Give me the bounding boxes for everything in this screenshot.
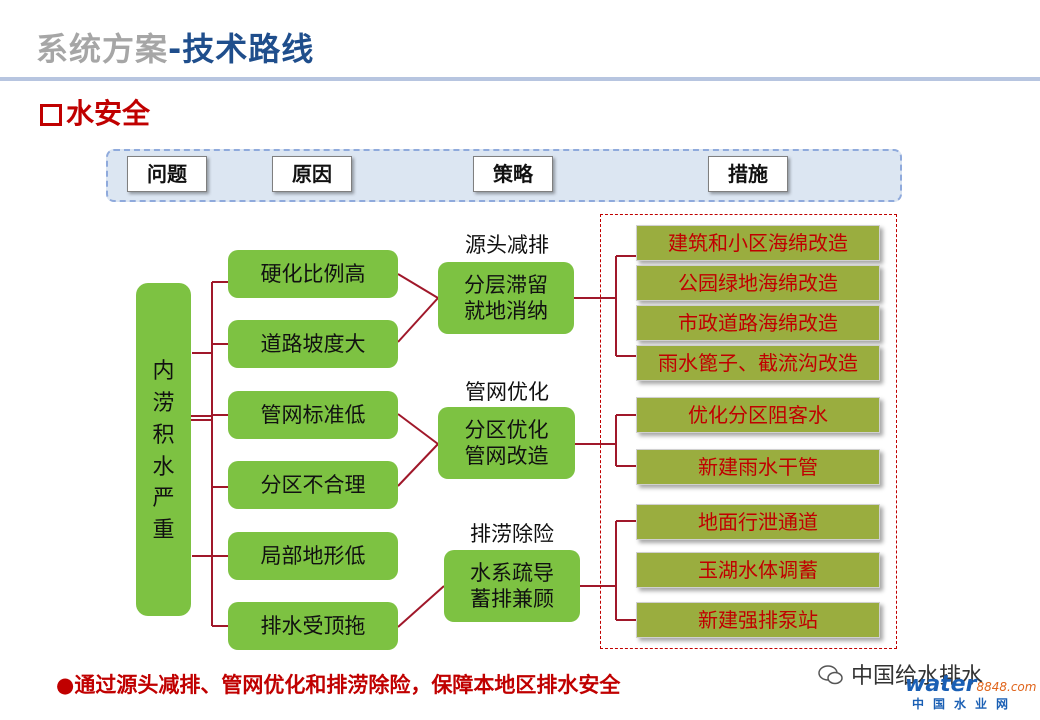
column-header-measure: 措施 <box>708 156 788 192</box>
site-logo: water8848.com <box>905 672 1036 697</box>
logo-word: water <box>905 672 977 697</box>
wechat-icon <box>818 665 843 685</box>
measure-box-8: 玉湖水体调蓄 <box>636 552 880 588</box>
problem-text: 内涝积水严重 <box>152 358 175 544</box>
logo-domain: .com <box>1007 680 1037 694</box>
wechat-watermark: 中国给水排水 <box>818 658 983 690</box>
measures-frame <box>600 214 897 649</box>
cause-box-3: 管网标准低 <box>228 391 398 439</box>
cause-box-4: 分区不合理 <box>228 461 398 509</box>
connector-cause-strategy-6 <box>397 585 445 628</box>
checkbox-square-icon <box>40 104 62 126</box>
measure-box-2: 公园绿地海绵改造 <box>636 265 880 301</box>
column-header-strategy: 策略 <box>473 156 553 192</box>
strategy-box-3: 水系疏导 蓄排兼顾 <box>444 550 580 622</box>
strategy-label-1: 源头减排 <box>465 233 549 257</box>
cause-box-6: 排水受顶拖 <box>228 602 398 650</box>
wechat-name: 中国给水排水 <box>851 664 984 689</box>
title-part1: 系统方案 <box>36 30 169 68</box>
column-header-problem: 问题 <box>127 156 207 192</box>
measure-box-1: 建筑和小区海绵改造 <box>636 225 880 261</box>
connector-cause-strategy-3 <box>397 413 439 445</box>
page-title: 系统方案-技术路线 <box>36 24 314 70</box>
measure-box-4: 雨水篦子、截流沟改造 <box>636 345 880 381</box>
strategy-label-2: 管网优化 <box>465 380 549 404</box>
connector-cause-strategy-2 <box>397 297 439 343</box>
strategy-box-1: 分层滞留 就地消纳 <box>438 262 574 334</box>
cause-box-1: 硬化比例高 <box>228 250 398 298</box>
logo-subtitle: 中国水业网 <box>912 697 1018 711</box>
cause-box-5: 局部地形低 <box>228 532 398 580</box>
strategy-box-2: 分区优化 管网改造 <box>438 407 575 479</box>
column-header-cause: 原因 <box>272 156 352 192</box>
measure-box-7: 地面行泄通道 <box>636 504 880 540</box>
measure-box-9: 新建强排泵站 <box>636 602 880 638</box>
title-divider <box>0 77 1040 81</box>
strategy-label-3: 排涝除险 <box>470 522 554 546</box>
cause-box-2: 道路坡度大 <box>228 320 398 368</box>
problem-box: 内涝积水严重 <box>136 283 191 616</box>
measure-box-3: 市政道路海绵改造 <box>636 305 880 341</box>
measure-box-5: 优化分区阻客水 <box>636 397 880 433</box>
title-part2: -技术路线 <box>168 30 315 68</box>
section-subtitle: 水安全 <box>40 92 150 132</box>
connector-cause-strategy-4 <box>397 443 439 487</box>
logo-number: 8848 <box>976 680 1008 694</box>
subtitle-text: 水安全 <box>66 97 151 130</box>
connector-cause-strategy-1 <box>397 273 439 299</box>
measure-box-6: 新建雨水干管 <box>636 449 880 485</box>
conclusion-text: ●通过源头减排、管网优化和排涝除险，保障本地区排水安全 <box>56 673 621 697</box>
